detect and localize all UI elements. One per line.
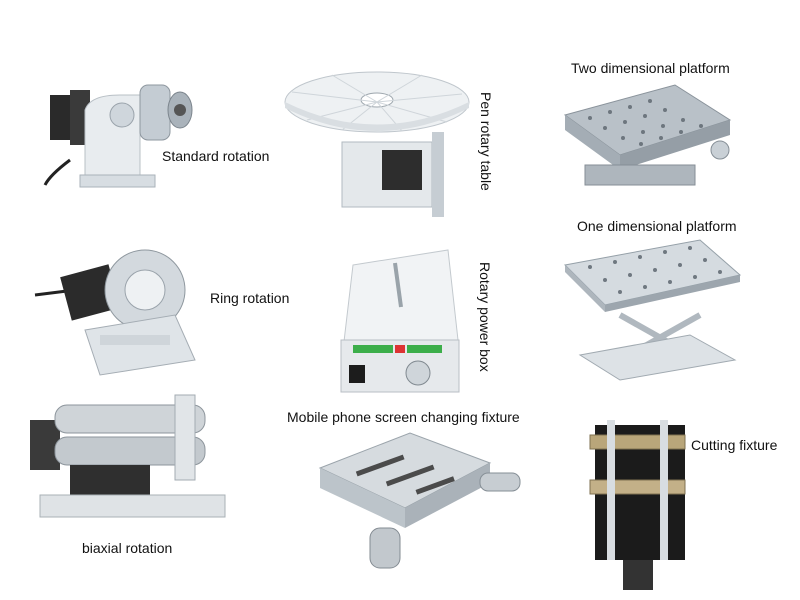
label-one-dimensional-platform: One dimensional platform bbox=[577, 218, 737, 234]
rotary-power-box-icon bbox=[340, 249, 460, 393]
pen-rotary-table-icon bbox=[284, 71, 470, 217]
label-biaxial-rotation: biaxial rotation bbox=[82, 540, 173, 556]
one-dimensional-platform-icon bbox=[563, 239, 742, 381]
biaxial-rotation-icon bbox=[30, 394, 226, 518]
label-ring-rotation: Ring rotation bbox=[210, 290, 290, 306]
label-cutting-fixture: Cutting fixture bbox=[691, 437, 778, 453]
label-rotary-power-box: Rotary power box bbox=[477, 262, 493, 372]
ring-rotation-icon bbox=[34, 249, 196, 376]
label-standard-rotation: Standard rotation bbox=[162, 148, 270, 164]
two-dimensional-platform-icon bbox=[563, 84, 732, 186]
label-two-dimensional-platform: Two dimensional platform bbox=[571, 60, 730, 76]
label-pen-rotary-table: Pen rotary table bbox=[478, 92, 494, 191]
label-phone-fixture: Mobile phone screen changing fixture bbox=[287, 409, 520, 425]
phone-fixture-icon bbox=[318, 432, 521, 569]
cutting-fixture-icon bbox=[589, 420, 686, 590]
standard-rotation-icon bbox=[43, 84, 193, 188]
